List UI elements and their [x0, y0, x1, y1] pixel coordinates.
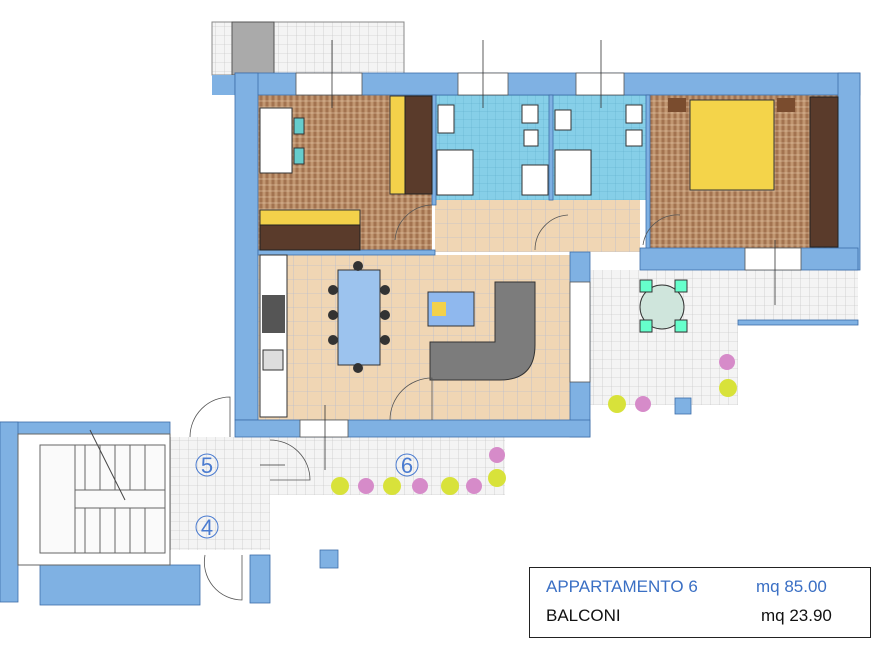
terrace-floor-lower [590, 320, 738, 405]
apartment-area: mq 85.00 [756, 577, 827, 596]
svg-text:4: 4 [201, 515, 213, 540]
apartment-label: APPARTAMENTO 6 [546, 577, 698, 596]
terrace-table [639, 279, 688, 333]
coffee-table-item [432, 302, 446, 316]
doors [189, 204, 681, 601]
sofa [429, 281, 536, 381]
svg-text:6: 6 [401, 453, 413, 478]
staircase [17, 429, 171, 566]
bathroom-fixtures [436, 104, 643, 196]
unit-number-5: 5 [195, 453, 219, 478]
study-furniture [259, 95, 433, 251]
bedroom-furniture [668, 96, 839, 248]
terrace-floor [590, 270, 858, 320]
unit-number-4: 4 [195, 515, 219, 540]
area-legend: APPARTAMENTO 6 mq 85.00 BALCONI mq 23.90 [529, 567, 871, 638]
svg-text:5: 5 [201, 453, 213, 478]
kitchen [259, 254, 288, 418]
balconies-label: BALCONI [546, 606, 621, 625]
leader-lines [260, 40, 776, 470]
plants [331, 354, 737, 495]
landing-floor [170, 495, 270, 550]
dining-table [328, 261, 390, 373]
balconies-area: mq 23.90 [761, 606, 832, 625]
hall-floor [435, 200, 640, 252]
unit-number-6: 6 [395, 453, 419, 478]
windows [295, 72, 802, 438]
